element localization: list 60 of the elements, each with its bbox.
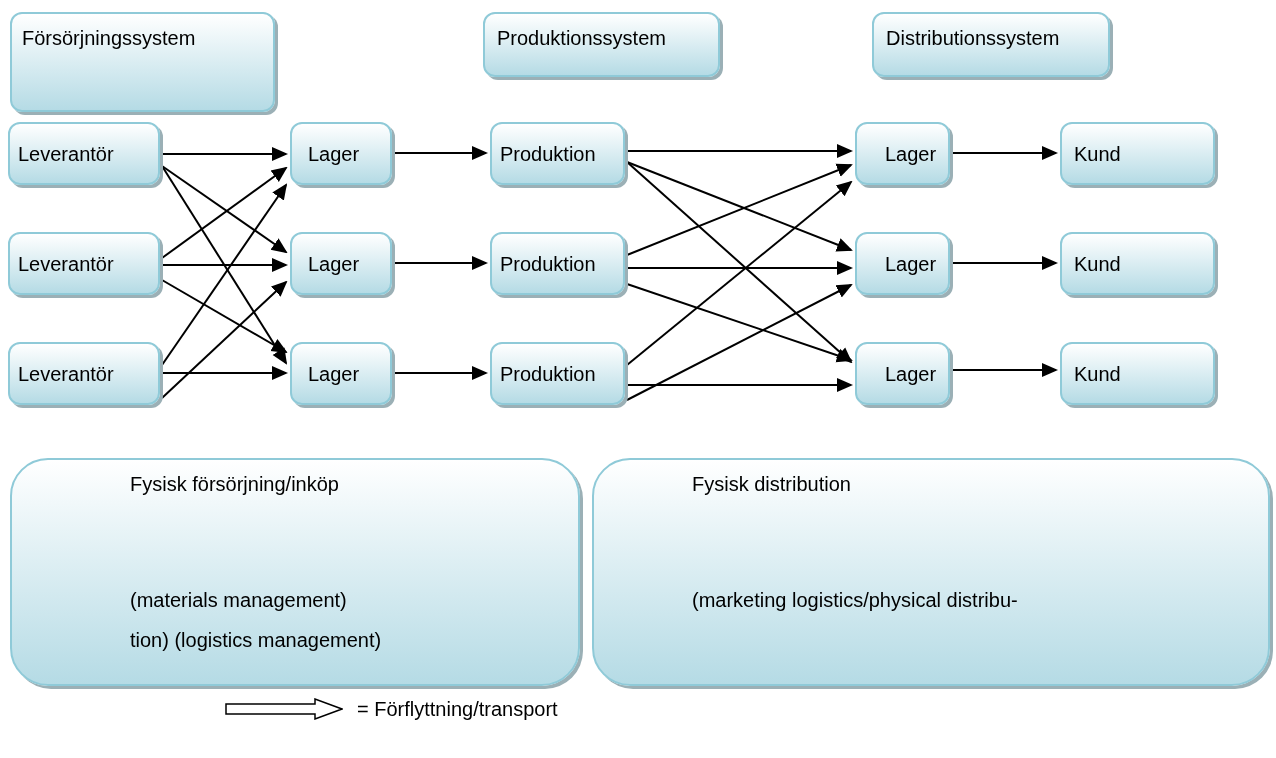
box-label: Lager: [308, 364, 360, 384]
rounded-box: [872, 12, 1110, 77]
box-label: Lager: [885, 144, 937, 164]
box-label: Kund: [1074, 144, 1121, 164]
box-label: Leverantör: [18, 254, 114, 274]
box-label: Fysisk distribution: [692, 474, 851, 494]
box-label: Produktion: [500, 254, 596, 274]
arrow: [626, 378, 853, 392]
legend-label: = Förflyttning/transport: [357, 697, 558, 722]
rounded-box: [290, 232, 392, 295]
arrow: [161, 147, 288, 161]
rounded-box: [855, 342, 950, 405]
arrow: [951, 256, 1058, 270]
box-label: Försörjningssystem: [22, 28, 196, 48]
arrow: [161, 280, 288, 399]
box-label: Distributionssystem: [886, 28, 1060, 48]
rounded-box: [1060, 342, 1215, 405]
box-label: Fysisk försörjning/inköp: [130, 474, 339, 494]
rounded-box: [490, 342, 625, 405]
rounded-box: [10, 12, 275, 112]
rounded-box: [592, 458, 1270, 686]
arrow: [626, 284, 853, 401]
rounded-box: [483, 12, 720, 77]
arrow: [951, 146, 1058, 160]
rounded-box: [855, 232, 950, 295]
rounded-box: [290, 342, 392, 405]
box-label: Lager: [885, 254, 937, 274]
box-label: Leverantör: [18, 364, 114, 384]
box-label: (materials management): [130, 590, 347, 610]
arrow: [393, 366, 488, 380]
box-label: Lager: [308, 254, 360, 274]
arrow: [626, 261, 853, 275]
rounded-box: [8, 232, 160, 295]
box-label: Leverantör: [18, 144, 114, 164]
arrow: [393, 146, 488, 160]
rounded-box: [855, 122, 950, 185]
arrow: [161, 366, 288, 380]
rounded-box: [290, 122, 392, 185]
box-label: Lager: [308, 144, 360, 164]
box-label: tion) (logistics management): [130, 630, 382, 650]
box-label: Lager: [885, 364, 937, 384]
box-label: Produktion: [500, 364, 596, 384]
box-label: (marketing logistics/physical distribu-: [692, 590, 1018, 610]
box-label: Kund: [1074, 254, 1121, 274]
arrow: [626, 144, 853, 158]
rounded-box: [490, 232, 625, 295]
rounded-box: [1060, 122, 1215, 185]
arrow: [626, 283, 853, 363]
rounded-box: [8, 342, 160, 405]
box-label: Produktion: [500, 144, 596, 164]
arrow: [393, 256, 488, 270]
rounded-box: [1060, 232, 1215, 295]
arrow: [951, 363, 1058, 377]
rounded-box: [10, 458, 580, 686]
box-label: Kund: [1074, 364, 1121, 384]
arrow: [161, 258, 288, 272]
rounded-box: [490, 122, 625, 185]
rounded-box: [8, 122, 160, 185]
box-label: Produktionssystem: [497, 28, 666, 48]
arrow: [161, 279, 288, 353]
